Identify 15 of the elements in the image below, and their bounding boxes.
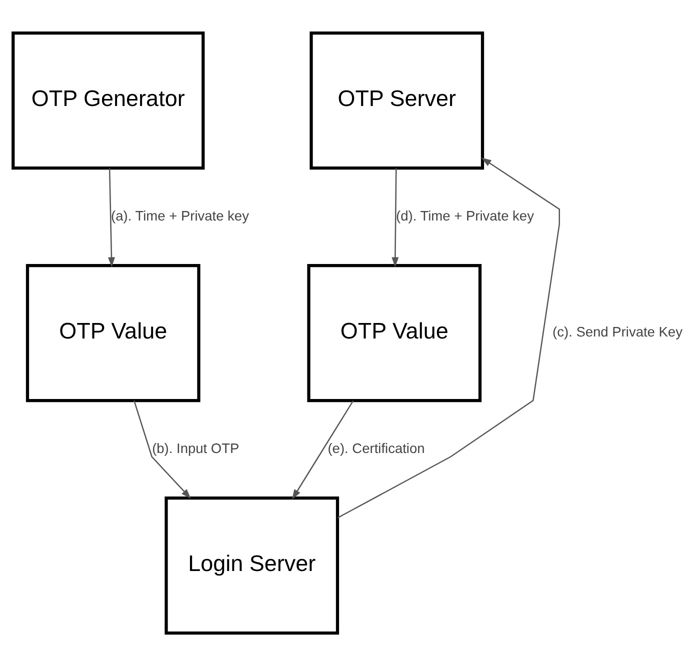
edge-label: (d). Time + Private key	[396, 208, 534, 223]
node-box: Login Server	[164, 496, 340, 634]
node-box: OTP Value	[26, 263, 200, 402]
arrow	[108, 168, 115, 267]
edge-label: (c). Send Private Key	[552, 324, 682, 339]
edge-label: (b). Input OTP	[152, 440, 240, 456]
node-box: OTP Server	[310, 30, 484, 170]
node-box: OTP Value	[307, 263, 482, 402]
node-box: OTP Generator	[12, 30, 205, 170]
arrow	[292, 400, 354, 499]
edge-label: (a). Time + Private key	[111, 208, 249, 223]
arrow	[134, 400, 191, 498]
arrow	[338, 157, 560, 518]
edge-label: (e). Certification	[328, 440, 425, 456]
arrow	[392, 168, 399, 267]
